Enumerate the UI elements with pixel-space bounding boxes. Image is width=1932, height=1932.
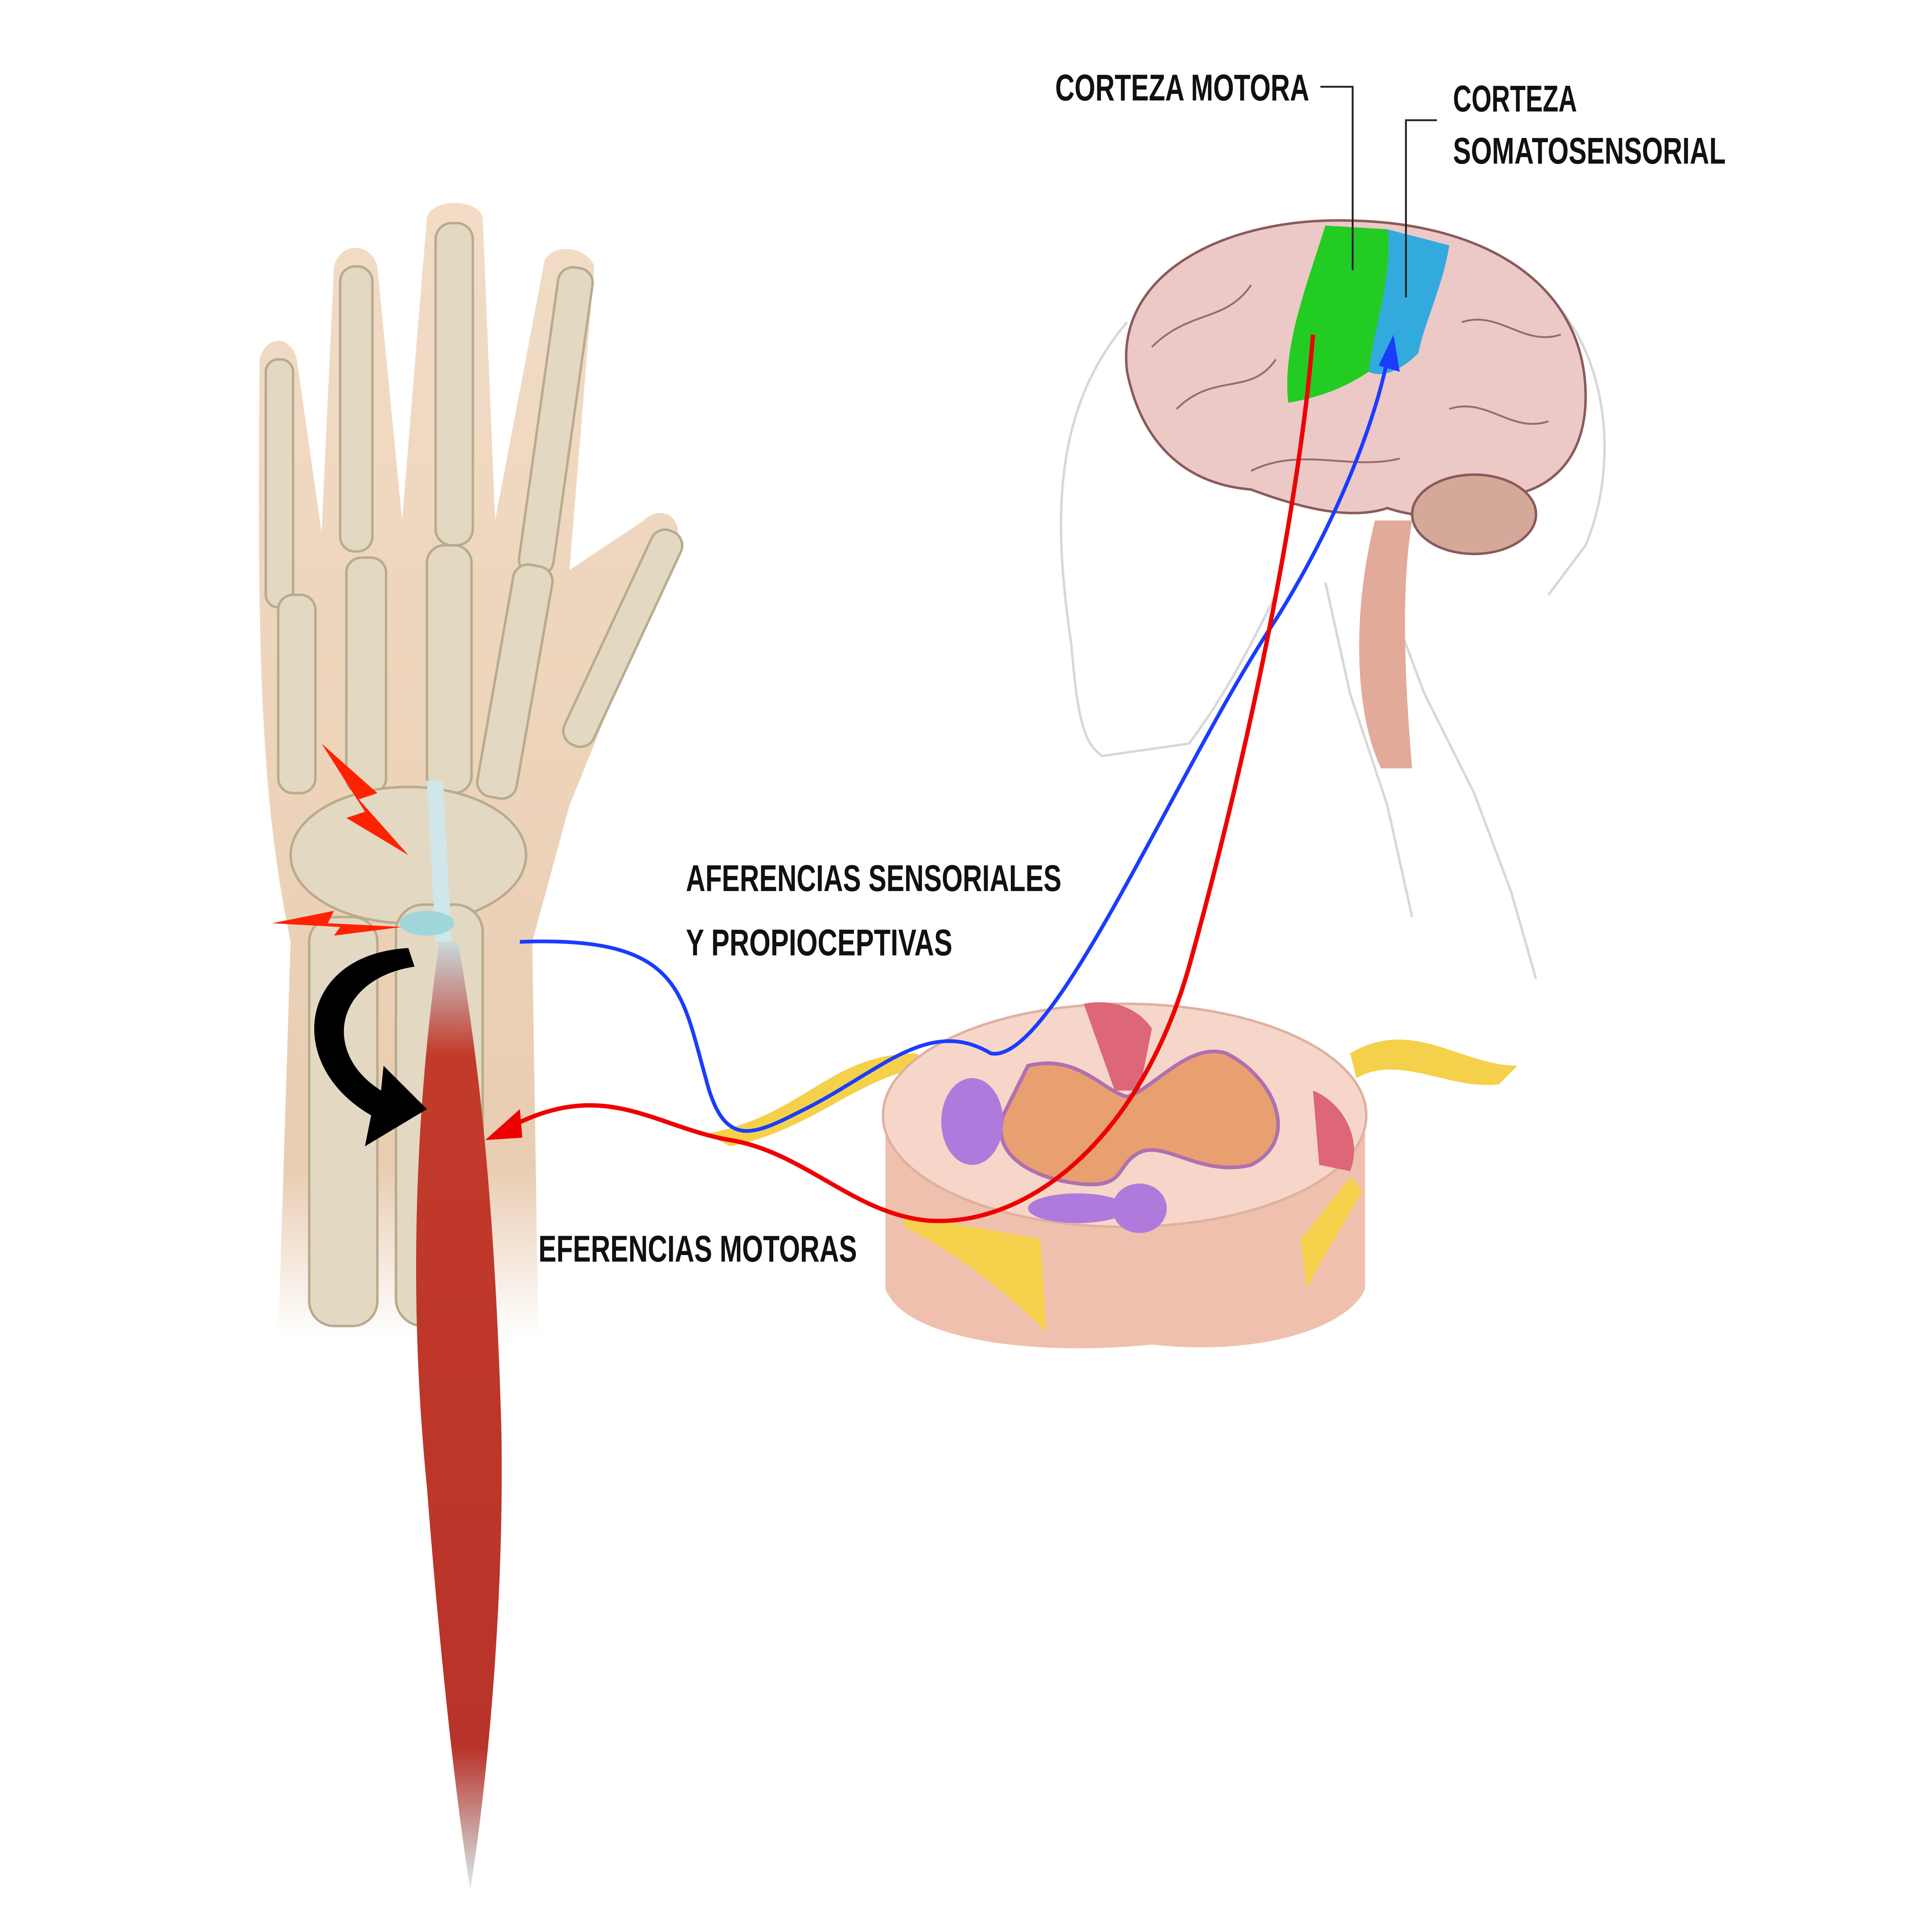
afferent-label-line1: AFERENCIAS SENSORIALES [686,858,1061,899]
efferent-pathway [512,334,1315,1223]
forearm-muscle [416,942,502,1890]
somatosensory-cortex-region [1369,229,1449,374]
efferent-arrowhead-icon [485,1109,522,1140]
somatosensory-label-line1: CORTEZA [1453,78,1577,120]
tendon-injury [400,911,454,936]
hand-illustration [259,203,684,1338]
tendon [427,781,452,942]
brain-illustration [1125,219,1587,769]
somatosensory-label-line2: SOMATOSENSORIAL [1453,130,1726,172]
motor-cortex-leader [1320,86,1354,270]
afferent-pathway [520,359,1389,1133]
spinal-cord-section [706,1002,1518,1349]
motor-cortex-label: CORTEZA MOTORA [1055,67,1309,109]
efferent-label: EFERENCIAS MOTORAS [539,1228,857,1270]
flexion-arrow-icon [314,948,427,1146]
pain-lightning-icon [272,743,408,936]
skull-outline [1060,309,1606,980]
afferent-arrowhead-icon [1378,334,1400,372]
afferent-label-line2: Y PROPIOCEPTIVAS [686,922,952,964]
somatosensory-leader [1405,119,1437,298]
